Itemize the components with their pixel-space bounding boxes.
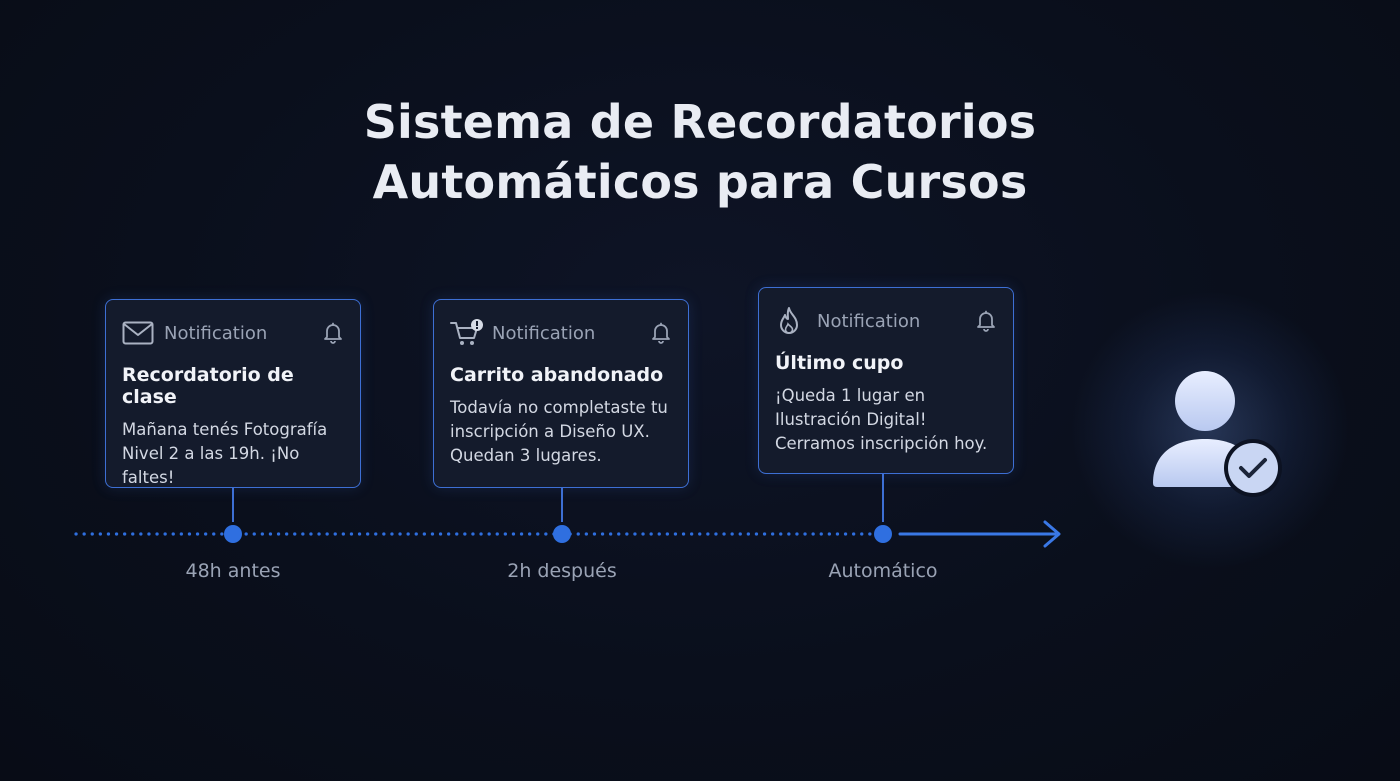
page-title: Sistema de Recordatorios Automáticos par… xyxy=(0,92,1400,212)
timeline-node xyxy=(224,525,242,543)
card-connector xyxy=(882,474,884,522)
cart-alert-icon xyxy=(450,318,484,348)
title-line-1: Sistema de Recordatorios xyxy=(363,95,1037,149)
timeline-label: 2h después xyxy=(507,560,617,582)
bell-icon[interactable] xyxy=(322,322,344,344)
timeline-node xyxy=(553,525,571,543)
bell-icon[interactable] xyxy=(650,322,672,344)
card-header: Notification xyxy=(122,318,344,348)
envelope-icon xyxy=(122,318,156,348)
bell-icon[interactable] xyxy=(975,310,997,332)
card-header: Notification xyxy=(450,318,672,348)
flame-icon xyxy=(775,306,809,336)
notification-card-abandoned-cart[interactable]: Notification Carrito abandonado Todavía … xyxy=(433,299,689,488)
timeline-label: Automático xyxy=(828,560,938,582)
card-label: Notification xyxy=(492,322,596,344)
user-check-icon xyxy=(1145,365,1285,500)
card-header: Notification xyxy=(775,306,997,336)
card-title: Carrito abandonado xyxy=(450,364,664,386)
timeline-label: 48h antes xyxy=(185,560,281,582)
notification-card-last-spot[interactable]: Notification Último cupo ¡Queda 1 lugar … xyxy=(758,287,1014,474)
card-body: Mañana tenés Fotografía Nivel 2 a las 19… xyxy=(122,420,328,487)
card-connector xyxy=(232,488,234,522)
notification-card-class-reminder[interactable]: Notification Recordatorio de clase Mañan… xyxy=(105,299,361,488)
card-body: Todavía no completaste tu inscripción a … xyxy=(450,398,668,465)
timeline-node xyxy=(874,525,892,543)
card-title: Último cupo xyxy=(775,352,904,374)
arrow-head-icon xyxy=(1043,520,1061,548)
card-connector xyxy=(561,488,563,522)
card-label: Notification xyxy=(164,322,268,344)
card-body: ¡Queda 1 lugar en Ilustración Digital! C… xyxy=(775,386,988,453)
card-label: Notification xyxy=(817,310,921,332)
title-line-2: Automáticos para Cursos xyxy=(372,155,1028,209)
card-title: Recordatorio de clase xyxy=(122,364,294,408)
